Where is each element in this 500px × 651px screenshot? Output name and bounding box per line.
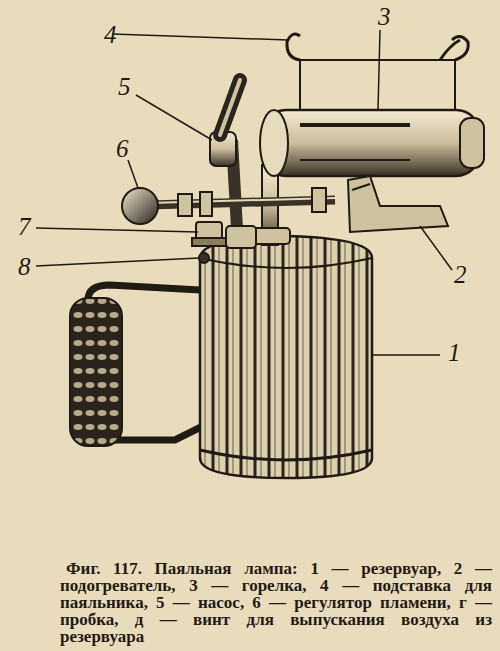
- callout-number: 8: [18, 254, 31, 279]
- callout-number: 7: [18, 214, 31, 239]
- callout-number: 2: [454, 262, 467, 287]
- callout-number: 5: [118, 74, 131, 99]
- callout-number: 4: [104, 22, 117, 47]
- callout-number: 1: [448, 340, 461, 365]
- callout-number: 3: [378, 4, 391, 29]
- callout-number: 6: [116, 136, 129, 161]
- figure-caption: Фиг. 117. Паяльная лампа: 1 — резервуар,…: [60, 560, 492, 645]
